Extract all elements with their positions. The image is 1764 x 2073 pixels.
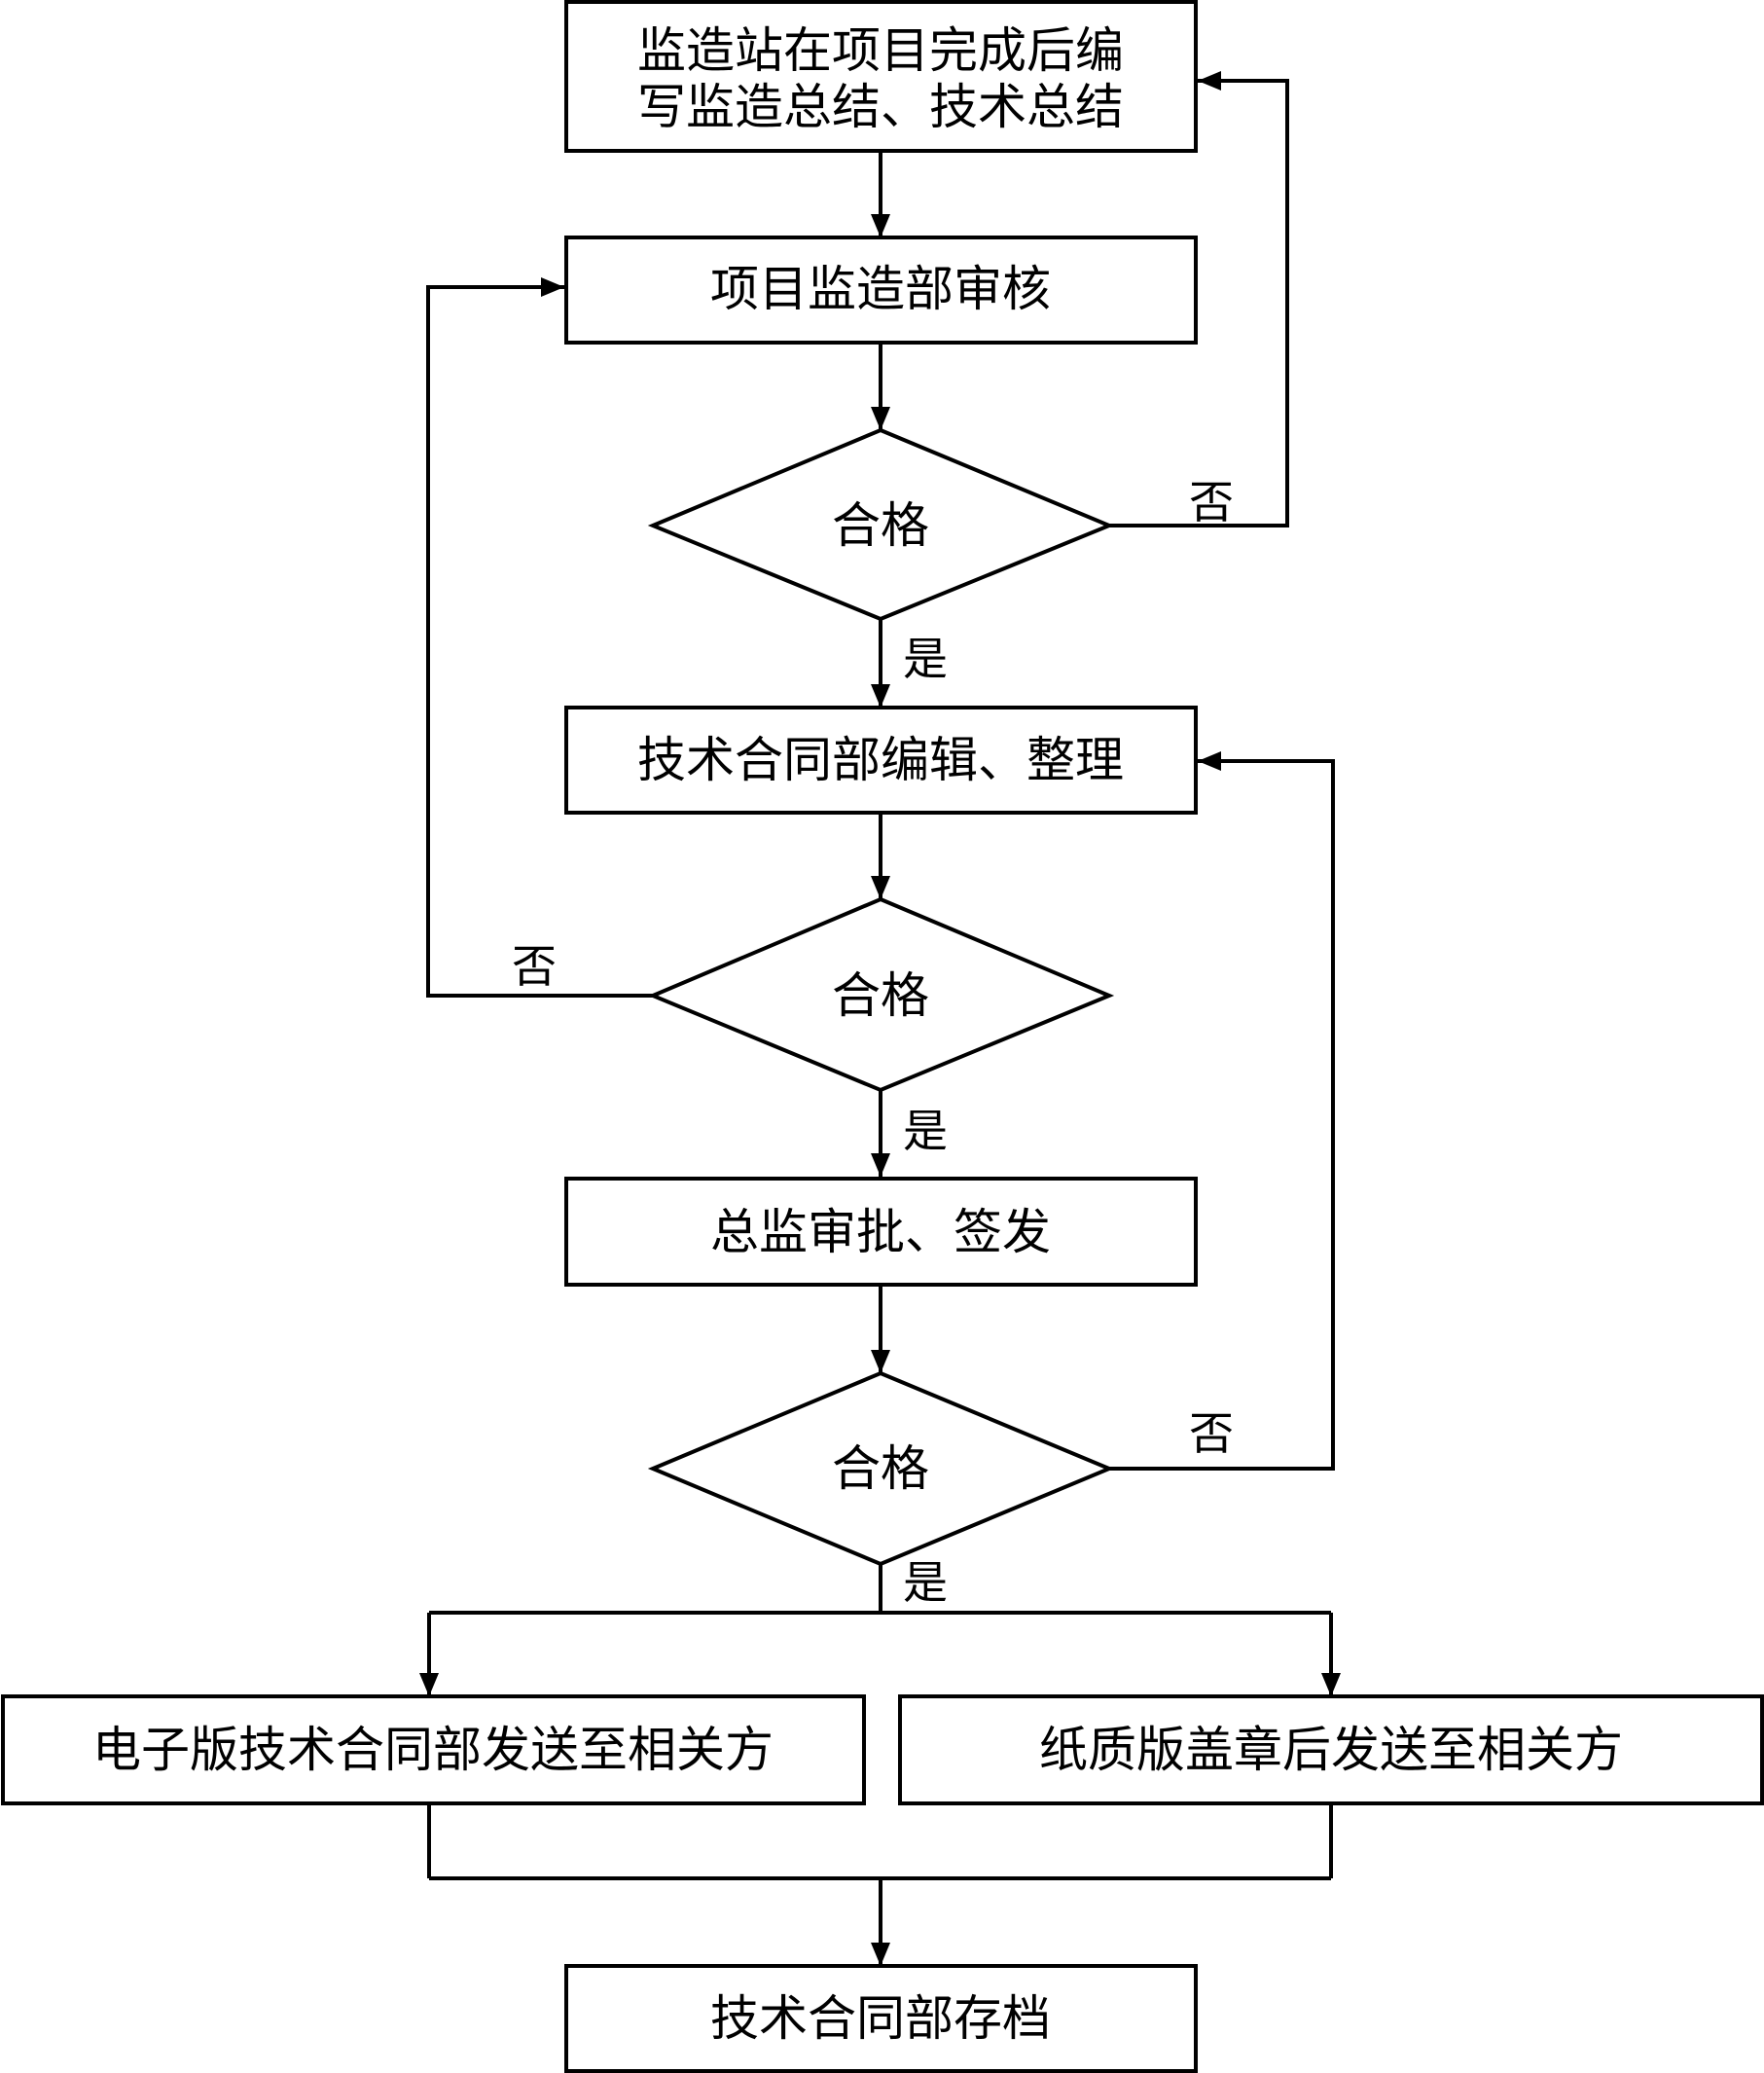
step-paper-label: 纸质版盖章后发送至相关方	[1039, 1722, 1623, 1778]
step-review: 项目监造部审核	[564, 236, 1198, 345]
step-start-line2: 写监造总结、技术总结	[637, 79, 1124, 135]
step-archive-box	[564, 1964, 1198, 2073]
edge-label-d1-yes: 是	[903, 633, 948, 685]
edge-label-d1-no: 否	[1189, 476, 1234, 528]
step-edit-label: 技术合同部编辑、整理	[637, 732, 1124, 788]
step-paper-box	[898, 1694, 1764, 1805]
arrow-d1-no-to-start	[1109, 71, 1289, 527]
step-approve: 总监审批、签发	[564, 1177, 1198, 1287]
step-electronic: 电子版技术合同部发送至相关方	[1, 1694, 866, 1805]
decision-3-diamond	[647, 1370, 1115, 1567]
decision-3-label: 合格	[832, 1440, 929, 1497]
decision-1-label: 合格	[832, 497, 929, 554]
step-electronic-label: 电子版技术合同部发送至相关方	[92, 1722, 774, 1778]
edge-label-d2-no: 否	[512, 940, 557, 993]
step-review-box	[564, 236, 1198, 345]
arrow-d3-no-to-edit	[1109, 751, 1335, 1471]
decision-2-label: 合格	[832, 967, 929, 1024]
step-approve-label: 总监审批、签发	[710, 1204, 1051, 1260]
step-archive-label: 技术合同部存档	[710, 1990, 1051, 2047]
step-electronic-box	[1, 1694, 866, 1805]
decision-2: 合格	[647, 896, 1115, 1093]
step-start-box	[564, 0, 1198, 153]
step-review-label: 项目监造部审核	[710, 261, 1051, 317]
edge-label-d2-yes: 是	[903, 1105, 948, 1157]
decision-1: 合格	[647, 427, 1115, 622]
decision-3: 合格	[647, 1370, 1115, 1567]
step-edit-box	[564, 706, 1198, 815]
step-start-line1: 监造站在项目完成后编	[637, 22, 1124, 79]
edge-label-d3-yes: 是	[903, 1556, 948, 1609]
step-approve-box	[564, 1177, 1198, 1287]
step-archive: 技术合同部存档	[564, 1964, 1198, 2073]
step-edit: 技术合同部编辑、整理	[564, 706, 1198, 815]
connectors	[419, 71, 1341, 1966]
step-start: 监造站在项目完成后编 写监造总结、技术总结	[564, 0, 1198, 153]
step-paper: 纸质版盖章后发送至相关方	[898, 1694, 1764, 1805]
arrow-d2-no-to-review	[426, 277, 653, 998]
decision-2-diamond	[647, 896, 1115, 1093]
decision-1-diamond	[647, 427, 1115, 622]
edge-labels: 否 是 否 是 否 是	[512, 476, 1234, 1609]
edge-label-d3-no: 否	[1189, 1407, 1234, 1460]
